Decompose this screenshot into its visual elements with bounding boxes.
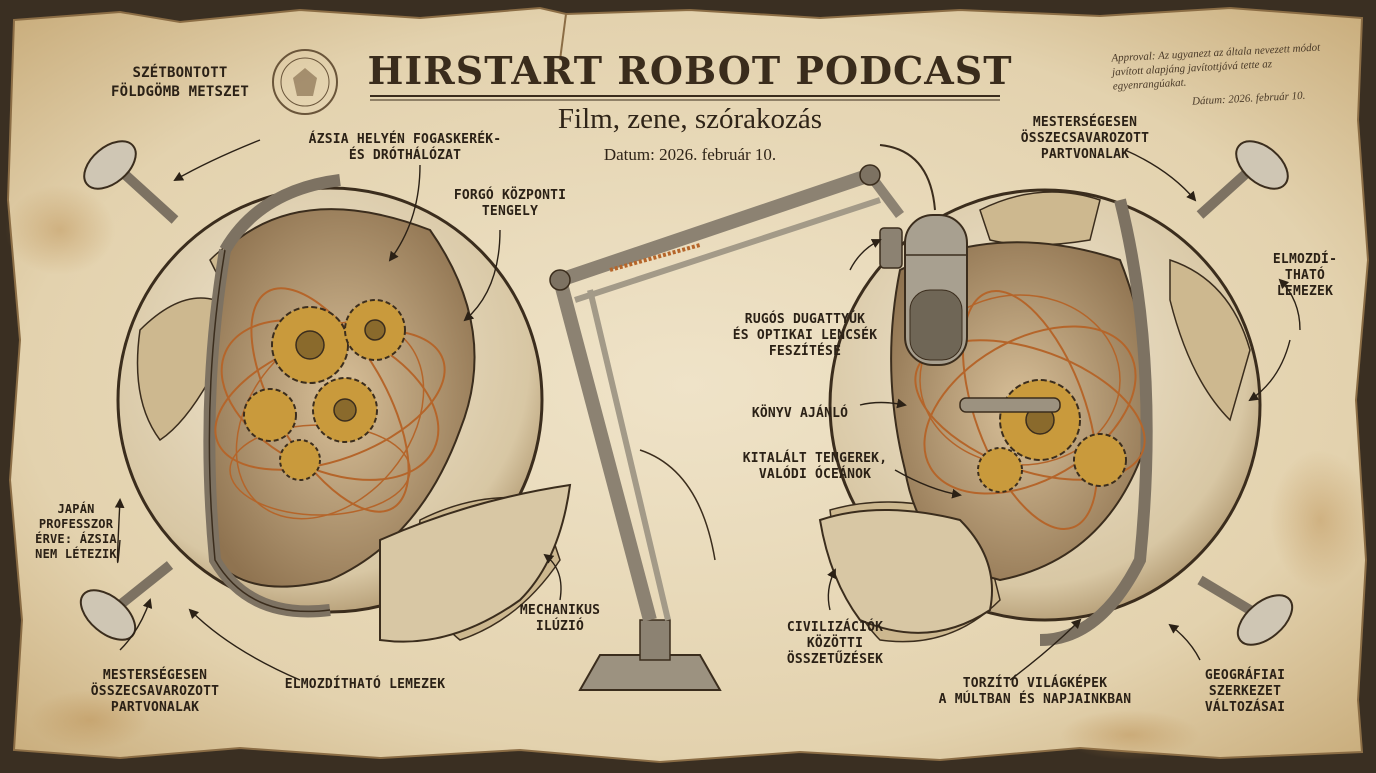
stain <box>5 185 115 275</box>
label-book-recommendation: KÖNYV AJÁNLÓ <box>751 406 849 421</box>
label-central-axis: FORGÓ KÖZPONTI TENGELY <box>453 188 567 219</box>
stain <box>1270 450 1370 590</box>
axis-shaft <box>959 397 1061 413</box>
piston-lens-icon <box>83 140 179 224</box>
label-asia-gears: ÁZSIA HELYÉN FOGASKERÉK- ÉS DRÓTHÁLÓZAT <box>308 132 502 163</box>
microphone-icon <box>879 214 968 366</box>
label-disassembled-globe: SZÉTBONTOTT FÖLDGÖMB METSZET <box>110 65 250 100</box>
right-globe <box>818 140 1294 646</box>
label-coastlines-right: MESTERSÉGESEN ÖSSZECSAVAROZOTT PARTVONAL… <box>1020 115 1150 162</box>
label-japan-professor: JAPÁN PROFESSZOR ÉRVE: ÁZSIA NEM LÉTEZIK <box>35 502 117 561</box>
podcast-date: Datum: 2026. február 10. <box>603 145 777 164</box>
label-pistons-lenses: RUGÓS DUGATTYÚK ÉS OPTIKAI LENCSÉK FESZÍ… <box>732 312 878 359</box>
podcast-title: HIRSTART ROBOT PODCAST <box>367 48 1013 93</box>
label-geographic-structure: GEOGRÁFIAI SZERKEZET VÁLTOZÁSAI <box>1204 668 1286 715</box>
annotation-arrows <box>114 139 1301 681</box>
stain <box>1060 710 1200 760</box>
piston-lens-icon <box>1197 575 1294 646</box>
label-coastlines-left: MESTERSÉGESEN ÖSSZECSAVAROZOTT PARTVONAL… <box>90 668 220 715</box>
label-civilization-clashes: CIVILIZÁCIÓK KÖZÖTTI ÖSSZETŰZÉSEK <box>786 620 884 667</box>
microphone-boom-arm <box>549 144 936 691</box>
paper-tear <box>559 13 567 61</box>
left-globe <box>79 140 572 643</box>
label-movable-plates-right: ELMOZDÍ- THATÓ LEMEZEK <box>1272 252 1338 299</box>
official-seal-icon <box>272 49 338 115</box>
stain <box>30 690 150 750</box>
label-distorting-worldviews: TORZÍTÓ VILÁGKÉPEK A MÚLTBAN ÉS NAPJAINK… <box>938 676 1132 707</box>
podcast-subtitle: Film, zene, szórakozás <box>557 103 823 135</box>
label-invented-seas: KITALÁLT TENGEREK, VALÓDI ÓCEÁNOK <box>742 451 888 482</box>
label-mechanical-illusion: MECHANIKUS ILÚZIÓ <box>519 603 601 634</box>
label-movable-plates-left: ELMOZDÍTHATÓ LEMEZEK <box>284 677 446 692</box>
piston-lens-icon <box>1196 140 1289 219</box>
